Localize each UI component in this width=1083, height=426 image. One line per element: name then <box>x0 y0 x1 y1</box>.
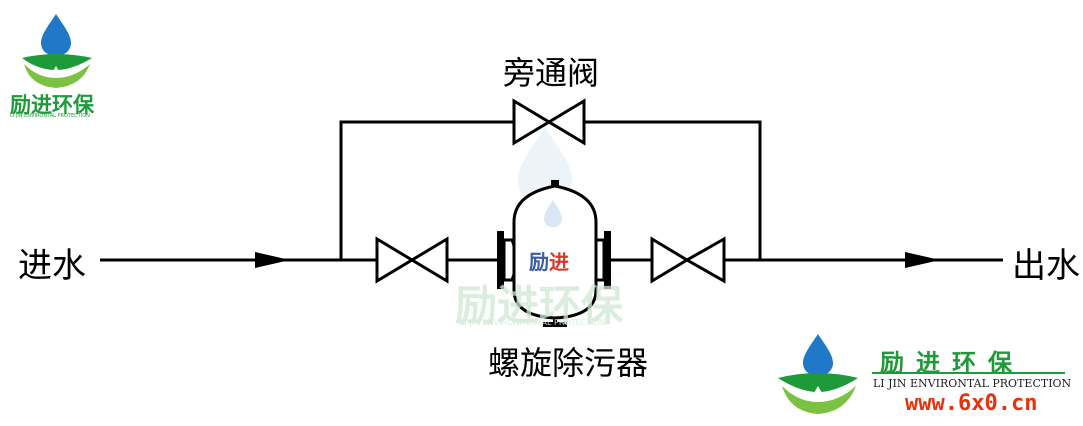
inlet-label: 进水 <box>18 246 86 286</box>
bypass-valve-label: 旁通阀 <box>503 54 600 92</box>
bypass-pipe-left <box>339 120 514 260</box>
logo-bottom-right-graphic <box>778 334 1065 414</box>
separator-mark-part1: 励 <box>529 250 549 274</box>
inlet-flow-arrow <box>255 252 290 268</box>
separator-left-flange <box>497 231 504 289</box>
logo-bottom-right-url: www.6x0.cn <box>905 391 1038 416</box>
logo-bottom-right-subtext: LI JIN ENVIRONTAL PROTECTION <box>873 377 1072 390</box>
spiral-separator-label: 螺旋除污器 <box>488 344 649 382</box>
logo-bottom-right-text: 励进环保 <box>880 349 1024 377</box>
separator-mark-part2: 进 <box>549 250 569 274</box>
outlet-valve <box>650 236 726 284</box>
inlet-valve <box>375 236 449 284</box>
bypass-valve <box>512 98 586 146</box>
separator-right-flange <box>604 231 611 289</box>
logo-top-left-text: 励进环保 <box>10 93 94 117</box>
outlet-label: 出水 <box>1012 246 1080 286</box>
outlet-flow-arrow <box>905 252 940 268</box>
spiral-separator <box>497 180 611 327</box>
separator-drain-plug <box>543 322 567 327</box>
logo-top-left-subtext: LI JIN ENVIRONTAL PROTECTION <box>10 113 90 119</box>
separator-vessel <box>512 184 598 320</box>
logo-top-left-graphic <box>22 14 92 88</box>
separator-mark: 励进 <box>529 246 569 275</box>
separator-top-vent <box>551 180 559 187</box>
watermark-text: 励进环保 <box>455 281 624 330</box>
bypass-pipe-right <box>584 120 762 260</box>
watermark-subtext: LI JIN ENVIRONMENTAL PROTECTION <box>460 318 606 327</box>
